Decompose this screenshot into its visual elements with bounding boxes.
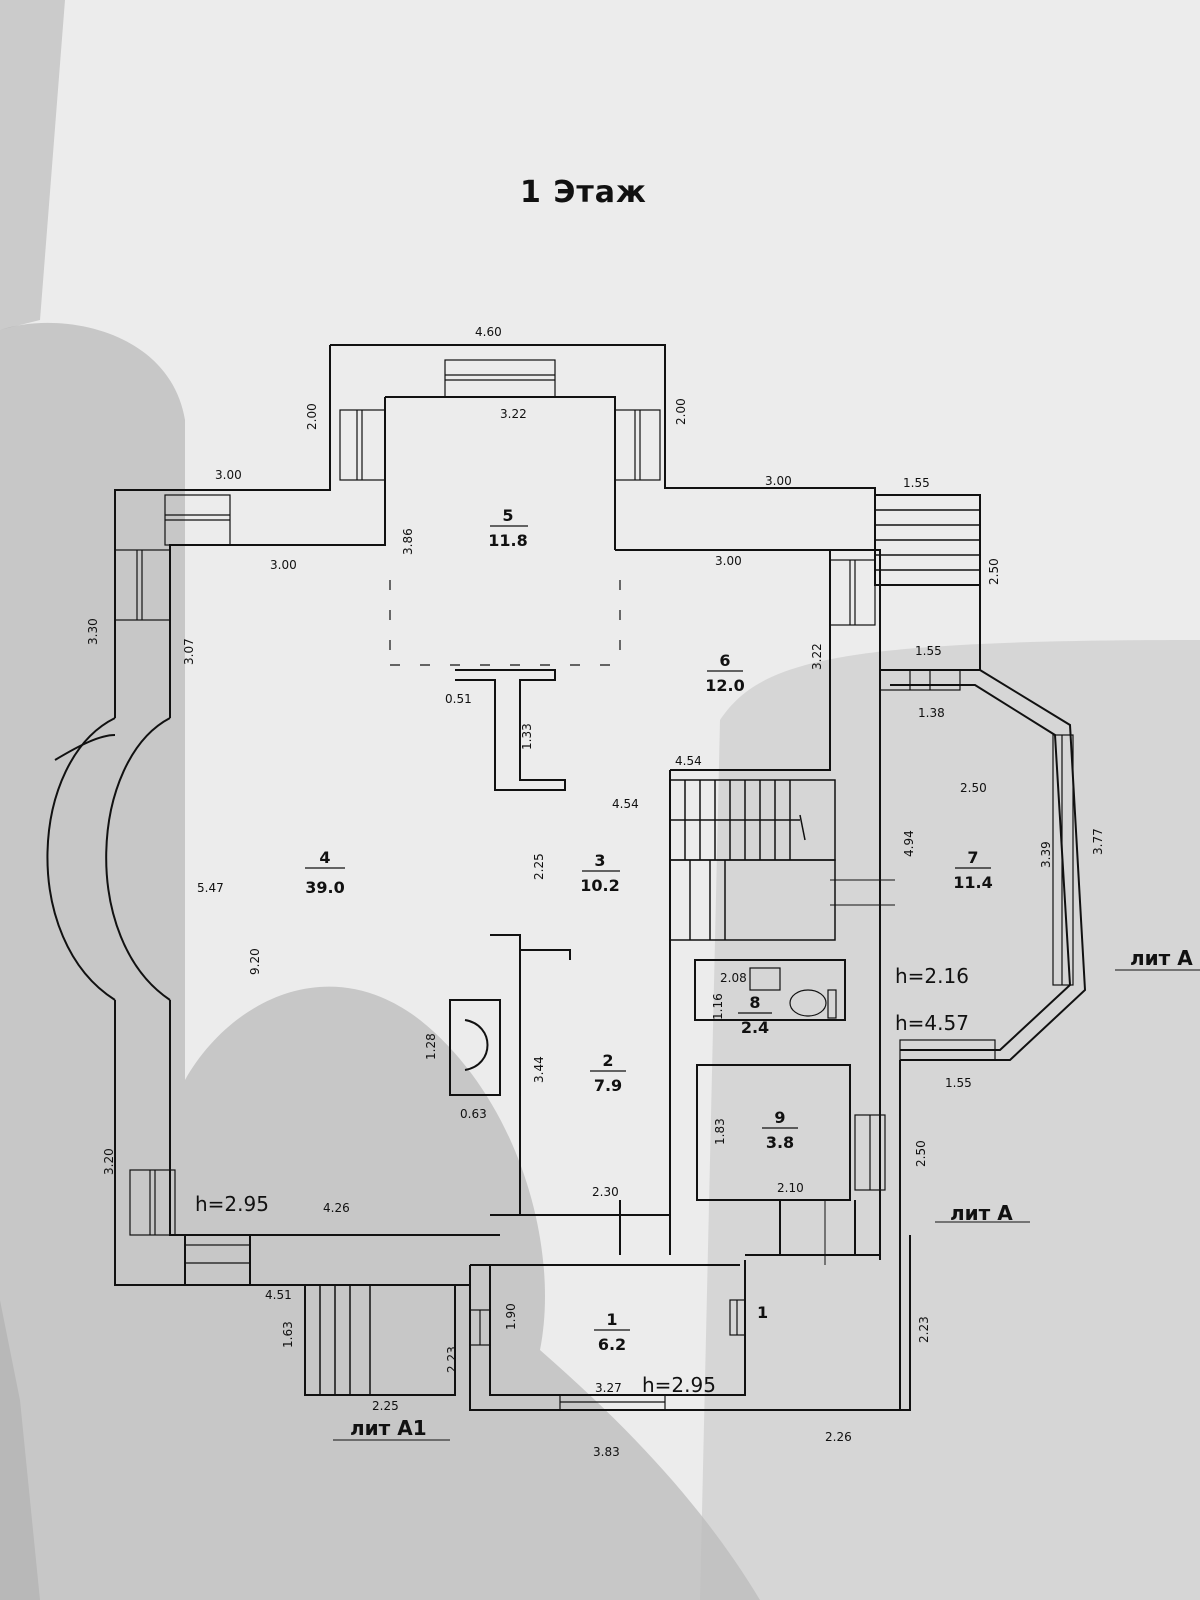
dim-3-20: 3.20 (102, 1148, 116, 1175)
dim-3-83: 3.83 (593, 1445, 620, 1459)
height-room1: h=2.95 (642, 1373, 716, 1397)
room-3-number: 3 (594, 851, 605, 870)
dim-0-51: 0.51 (445, 692, 472, 706)
dim-1-33: 1.33 (520, 723, 534, 750)
room-2-number: 2 (602, 1051, 613, 1070)
room-9-area: 3.8 (766, 1133, 794, 1152)
room-5-area: 11.8 (488, 531, 527, 550)
height-room7-a: h=2.16 (895, 964, 969, 988)
dim-1-16: 1.16 (711, 993, 725, 1020)
dim-3-22-top: 3.22 (500, 407, 527, 421)
dim-4-54-b: 4.54 (612, 797, 639, 811)
fixtures (749, 967, 837, 1019)
dim-3-00-outer-left: 3.00 (215, 468, 242, 482)
dim-4-60: 4.60 (475, 325, 502, 339)
room-2-area: 7.9 (594, 1076, 622, 1095)
dim-4-94: 4.94 (902, 830, 916, 857)
dim-2-50-room7: 2.50 (960, 781, 987, 795)
dim-2-23-left: 2.23 (445, 1346, 459, 1373)
page-title: 1 Этаж (520, 175, 647, 210)
dim-2-10: 2.10 (777, 1181, 804, 1195)
dim-1-55-mid: 1.55 (915, 644, 942, 658)
dim-1-63: 1.63 (281, 1321, 295, 1348)
room-3-area: 10.2 (580, 876, 619, 895)
room-8-area: 2.4 (741, 1018, 769, 1037)
dim-2-25-bottom: 2.25 (372, 1399, 399, 1413)
dim-1-55-top: 1.55 (903, 476, 930, 490)
right-shadow (700, 640, 1200, 1600)
lit-a-right: лит А (950, 1201, 1013, 1225)
dim-3-00-inner-right: 3.00 (715, 554, 742, 568)
room-9-number: 9 (774, 1108, 785, 1127)
room-4-number: 4 (319, 848, 330, 867)
dimension-labels: 4.60 3.22 2.00 2.00 3.00 3.00 3.00 3.00 … (86, 325, 1105, 1459)
dim-0-63: 0.63 (460, 1107, 487, 1121)
dim-2-25-mid: 2.25 (532, 853, 546, 880)
dim-3-30: 3.30 (86, 618, 100, 645)
windows (114, 359, 1074, 1411)
dim-3-22-room6: 3.22 (810, 643, 824, 670)
toilet-icon (789, 989, 827, 1017)
dim-4-54-a: 4.54 (675, 754, 702, 768)
sink-icon (749, 967, 781, 991)
dim-3-27: 3.27 (595, 1381, 622, 1395)
dim-4-26: 4.26 (323, 1201, 350, 1215)
stairs (319, 495, 980, 1395)
dim-1-28: 1.28 (424, 1033, 438, 1060)
dim-2-23-right: 2.23 (917, 1316, 931, 1343)
room-5-number: 5 (502, 506, 513, 525)
dim-3-00-outer-right: 3.00 (765, 474, 792, 488)
height-room7-b: h=4.57 (895, 1011, 969, 1035)
room-7-number: 7 (967, 848, 978, 867)
dim-1-38: 1.38 (918, 706, 945, 720)
dim-2-30: 2.30 (592, 1185, 619, 1199)
room-1-number: 1 (606, 1310, 617, 1329)
dim-3-39: 3.39 (1039, 841, 1053, 868)
lit-a1: лит А1 (350, 1416, 427, 1440)
hand-shadow (0, 322, 760, 1600)
dim-2-00-right: 2.00 (674, 398, 688, 425)
room-8-number: 8 (749, 993, 760, 1012)
room-7-area: 11.4 (953, 873, 992, 892)
dim-2-08: 2.08 (720, 971, 747, 985)
lit-a-edge: лит А (1130, 946, 1193, 970)
leader-lines (333, 879, 1200, 1441)
dim-3-07: 3.07 (182, 638, 196, 665)
dim-2-26: 2.26 (825, 1430, 852, 1444)
dim-3-77: 3.77 (1091, 828, 1105, 855)
dashed-lines (389, 580, 621, 666)
height-left: h=2.95 (195, 1192, 269, 1216)
dim-1-55-bottom: 1.55 (945, 1076, 972, 1090)
room-1-area: 6.2 (598, 1335, 626, 1354)
dim-9-20: 9.20 (248, 948, 262, 975)
door-mark: 1 (757, 1303, 768, 1322)
room-6-area: 12.0 (705, 676, 744, 695)
room-labels: 5 11.8 6 12.0 4 39.0 3 10.2 7 11.4 8 2.4… (305, 506, 993, 1354)
room-6-number: 6 (719, 651, 730, 670)
dim-3-44: 3.44 (532, 1056, 546, 1083)
room-4-area: 39.0 (305, 878, 344, 897)
dim-2-50-right: 2.50 (987, 558, 1001, 585)
dim-4-51: 4.51 (265, 1288, 292, 1302)
dim-1-90: 1.90 (504, 1303, 518, 1330)
dim-2-00-left: 2.00 (305, 403, 319, 430)
dim-1-83: 1.83 (713, 1118, 727, 1145)
dim-3-86: 3.86 (401, 528, 415, 555)
dim-3-00-inner-left: 3.00 (270, 558, 297, 572)
dim-2-50-lower: 2.50 (914, 1140, 928, 1167)
dim-5-47: 5.47 (197, 881, 224, 895)
